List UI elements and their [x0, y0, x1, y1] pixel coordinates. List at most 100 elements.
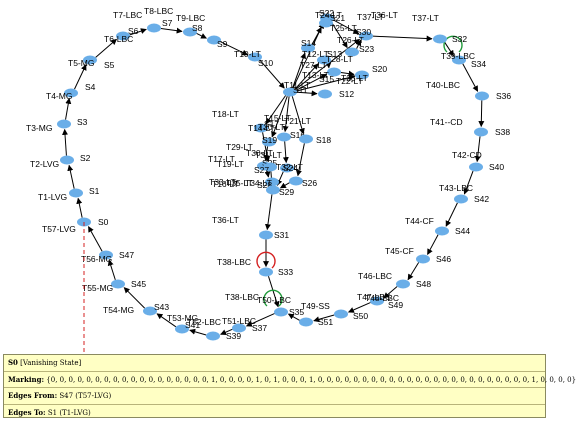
state-node-S34[interactable] — [452, 55, 466, 65]
edge-S30-S32 — [372, 35, 433, 42]
state-node-S29[interactable] — [266, 185, 280, 195]
state-label-S36: S36 — [496, 91, 511, 101]
state-label-S6: S6 — [128, 26, 139, 36]
state-node-S24[interactable] — [280, 163, 294, 173]
edge-label-T8-LBC: T8-LBC — [144, 6, 173, 16]
edge-S45-S47 — [107, 259, 116, 280]
tooltip-marking-row: Marking: {0, 0, 0, 0, 0, 0, 0, 0, 0, 0, … — [4, 372, 576, 388]
state-label-S9: S9 — [217, 39, 228, 49]
state-label-S19: S19 — [262, 135, 277, 145]
state-node-S2[interactable] — [60, 155, 74, 165]
state-node-S5[interactable] — [83, 55, 97, 65]
state-node-S19[interactable] — [262, 137, 276, 147]
state-node-S1[interactable] — [69, 188, 83, 198]
state-node-S43[interactable] — [143, 306, 157, 316]
state-node-S27[interactable] — [263, 162, 277, 172]
state-node-S9[interactable] — [207, 35, 221, 45]
edge-S34-S36 — [462, 63, 479, 92]
state-label-S20: S20 — [372, 64, 387, 74]
state-label-S38: S38 — [495, 127, 510, 137]
marking-value: {0, 0, 0, 0, 0, 0, 0, 0, 0, 0, 0, 0, 0, … — [44, 375, 576, 384]
edge-label-T43-LBC: T43-LBC — [439, 183, 473, 193]
state-label-S40: S40 — [489, 162, 504, 172]
edge-label-T26-LT: T26-LT — [337, 35, 364, 45]
edge-label-T49-SS: T49-SS — [301, 301, 330, 311]
state-node-S30[interactable] — [359, 31, 373, 41]
state-node-S14[interactable] — [301, 43, 315, 53]
edges-to-label: Edges To: — [8, 407, 46, 417]
state-node-S51[interactable] — [299, 317, 313, 327]
state-node-S22[interactable] — [319, 18, 333, 28]
state-node-S49[interactable] — [370, 296, 384, 306]
state-node-S39[interactable] — [206, 331, 220, 341]
state-node-S42[interactable] — [454, 194, 468, 204]
tooltip-state-kind: [Vanishing State] — [17, 359, 82, 367]
edge-label-T1-LVG: T1-LVG — [38, 192, 67, 202]
state-node-S33[interactable] — [259, 267, 273, 277]
state-node-S46[interactable] — [416, 254, 430, 264]
state-label-S30: S30 — [356, 27, 371, 37]
edge-label-T15-LT: T15-LT — [264, 113, 291, 123]
state-node-S48[interactable] — [396, 279, 410, 289]
edges-from-label: Edges From: — [8, 391, 58, 400]
edge-label-T52-LBC: T52-LBC — [187, 317, 221, 327]
state-node-S4[interactable] — [64, 88, 78, 98]
edge-label-T11-LT: T11-LT — [284, 80, 310, 90]
self-loop-S33 — [256, 251, 276, 269]
edge-label-T44-CF: T44-CF — [405, 216, 434, 226]
state-node-S35[interactable] — [274, 307, 288, 317]
state-node-S36[interactable] — [475, 91, 489, 101]
edge-S17-S27 — [262, 132, 271, 163]
state-node-S6[interactable] — [116, 31, 130, 41]
edge-S4-S5 — [74, 64, 87, 90]
state-node-S10[interactable] — [248, 52, 262, 62]
state-label-S31: S31 — [274, 230, 289, 240]
edge-S3-S4 — [65, 97, 72, 120]
state-label-S21: S21 — [330, 13, 345, 23]
state-node-S40[interactable] — [469, 162, 483, 172]
state-label-S42: S42 — [474, 194, 489, 204]
state-label-S46: S46 — [436, 254, 451, 264]
state-node-S3[interactable] — [57, 119, 71, 129]
state-node-S16[interactable] — [277, 132, 291, 142]
tooltip-edges-from-row: Edges From: S47 (T57-LVG) — [4, 388, 545, 405]
edge-label-T47-LBC: T47-LBC — [357, 292, 391, 302]
state-node-S32[interactable] — [433, 34, 447, 44]
state-node-S20[interactable] — [355, 70, 369, 80]
state-label-S50: S50 — [353, 311, 368, 321]
state-node-S8[interactable] — [183, 27, 197, 37]
state-label-S32: S32 — [452, 34, 467, 44]
state-node-S47[interactable] — [99, 250, 113, 260]
state-node-S12[interactable] — [318, 89, 332, 99]
tooltip-state-id: S0 — [8, 358, 18, 367]
state-node-S26[interactable] — [289, 176, 303, 186]
edge-label-T37-LT: T37-LT — [357, 12, 384, 22]
state-node-S23[interactable] — [345, 47, 359, 57]
edge-label-T3-MG: T3-MG — [26, 123, 52, 133]
edge-S41-S43 — [156, 313, 177, 328]
state-node-S7[interactable] — [147, 23, 161, 33]
state-node-S11[interactable] — [283, 87, 297, 97]
state-label-S26: S26 — [302, 178, 317, 188]
edge-label-T38-LBC: T38-LBC — [225, 292, 259, 302]
state-node-S15[interactable] — [327, 67, 341, 77]
state-node-S37[interactable] — [232, 323, 246, 333]
state-node-S18[interactable] — [299, 134, 313, 144]
edge-label-T45-CF: T45-CF — [385, 246, 414, 256]
edge-S11-S14 — [292, 52, 306, 89]
state-node-S28[interactable] — [265, 177, 279, 187]
state-label-S0: S0 — [98, 217, 109, 227]
state-node-S50[interactable] — [334, 309, 348, 319]
state-node-S17[interactable] — [254, 123, 268, 133]
state-node-S41[interactable] — [175, 324, 189, 334]
marking-label: Marking: — [8, 374, 45, 384]
state-node-S44[interactable] — [435, 226, 449, 236]
edge-label-T9-LBC: T9-LBC — [176, 13, 205, 23]
edge-label-T19-LT: T19-LT — [217, 159, 244, 169]
edge-S11-S12 — [296, 90, 318, 97]
edge-S18-S26 — [295, 143, 305, 177]
state-node-S45[interactable] — [111, 279, 125, 289]
state-node-S13[interactable] — [317, 55, 331, 65]
state-node-S31[interactable] — [259, 230, 273, 240]
state-node-S38[interactable] — [474, 127, 488, 137]
